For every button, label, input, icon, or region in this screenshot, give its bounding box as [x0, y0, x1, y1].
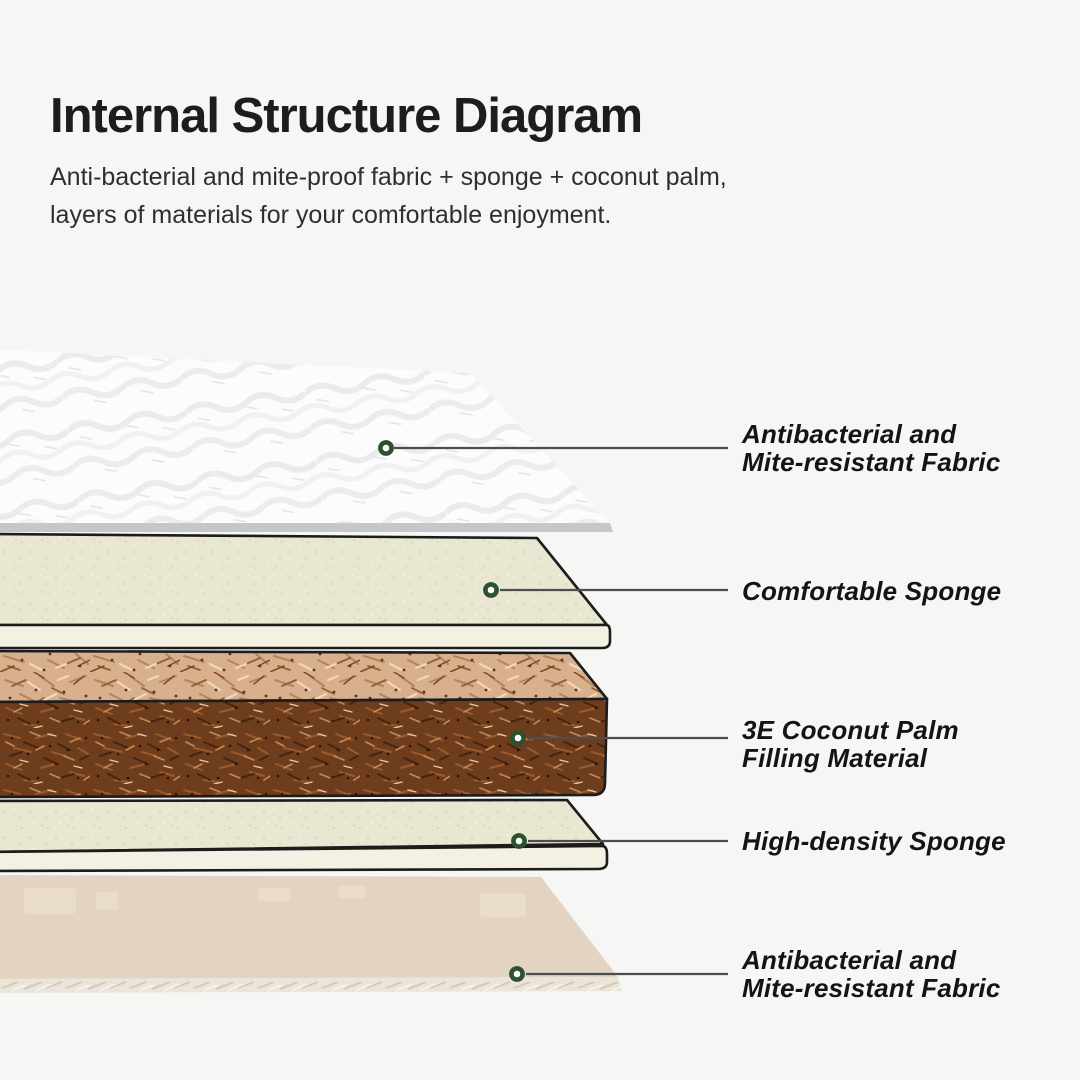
coconut-surface	[0, 649, 609, 704]
top-fabric-surface	[0, 349, 610, 523]
subtitle-line-1: Anti-bacterial and mite-proof fabric + s…	[50, 163, 727, 191]
layer-high-density-sponge	[0, 798, 609, 873]
comfortable-sponge-surface	[0, 532, 609, 627]
page-subtitle: Anti-bacterial and mite-proof fabric + s…	[50, 158, 1030, 234]
marker-ring-icon	[483, 582, 499, 598]
bottom-fabric-sheen	[24, 886, 526, 917]
label-coconut-palm: 3E Coconut Palm Filling Material	[742, 715, 959, 773]
layer-markers	[378, 440, 527, 982]
layer-top-antibacterial-fabric	[0, 349, 613, 532]
page-title: Internal Structure Diagram	[50, 89, 643, 143]
marker-ring-icon	[509, 966, 525, 982]
marker-ring-icon	[510, 730, 526, 746]
label-comfortable-sponge: Comfortable Sponge	[742, 576, 1002, 606]
leader-lines	[394, 446, 728, 976]
marker-ring-icon	[511, 833, 527, 849]
top-fabric-front-edge	[0, 523, 613, 532]
high-density-sponge-surface	[0, 798, 605, 854]
label-high-density-sponge: High-density Sponge	[742, 826, 1006, 856]
layer-bottom-antibacterial-fabric	[0, 875, 622, 993]
label-bottom-antibacterial-fabric: Antibacterial and Mite-resistant Fabric	[742, 945, 1001, 1003]
marker-ring-icon	[378, 440, 394, 456]
label-top-antibacterial-fabric: Antibacterial and Mite-resistant Fabric	[742, 419, 1001, 477]
layer-comfortable-sponge	[0, 532, 612, 650]
subtitle-line-2: layers of materials for your comfortable…	[50, 201, 612, 229]
bottom-fabric-surface	[0, 875, 618, 979]
header: Internal Structure Diagram Anti-bacteria…	[50, 90, 1030, 234]
high-density-sponge-front	[0, 844, 609, 873]
layer-coconut-palm	[0, 649, 609, 799]
coconut-front	[0, 697, 609, 799]
comfortable-sponge-front	[0, 623, 612, 650]
bottom-fabric-front-edge	[0, 977, 622, 993]
